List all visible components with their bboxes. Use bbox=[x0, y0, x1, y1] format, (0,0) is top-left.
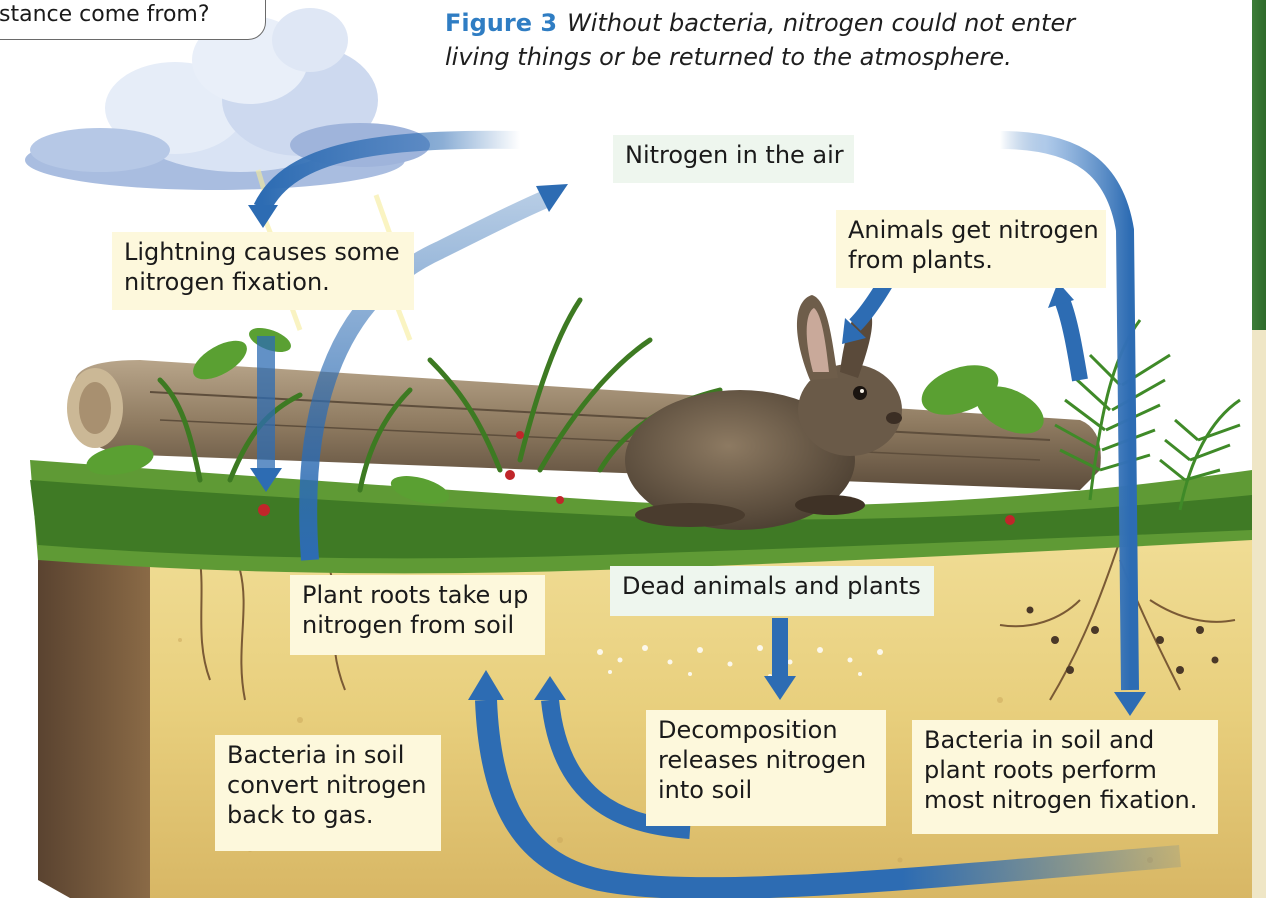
page-edge-cream bbox=[1252, 330, 1266, 898]
label-nitrogen-air-text: Nitrogen in the air bbox=[625, 141, 842, 171]
label-bacteria-fix-line2: plant roots perform bbox=[924, 756, 1206, 786]
arrow-roots-to-plant bbox=[1062, 300, 1080, 380]
label-lightning: Lightning causes some nitrogen fixation. bbox=[112, 232, 414, 310]
label-lightning-line1: Lightning causes some bbox=[124, 238, 402, 268]
caption-line-2: living things or be returned to the atmo… bbox=[445, 40, 1145, 74]
label-dead: Dead animals and plants bbox=[610, 566, 934, 616]
figure-caption: Figure 3 Without bacteria, nitrogen could… bbox=[445, 6, 1145, 74]
label-plant-roots-line1: Plant roots take up bbox=[302, 581, 533, 611]
label-bacteria-fix-line1: Bacteria in soil and bbox=[924, 726, 1206, 756]
label-bacteria-gas: Bacteria in soil convert nitrogen back t… bbox=[215, 735, 441, 851]
label-dead-text: Dead animals and plants bbox=[622, 572, 922, 602]
label-bacteria-gas-line2: convert nitrogen bbox=[227, 771, 429, 801]
label-lightning-line2: nitrogen fixation. bbox=[124, 268, 402, 298]
label-decomposition-line2: releases nitrogen bbox=[658, 746, 874, 776]
label-animals-line2: from plants. bbox=[848, 246, 1094, 276]
caption-line-1: Without bacteria, nitrogen could not ent… bbox=[567, 9, 1075, 37]
label-bacteria-fix-line3: most nitrogen fixation. bbox=[924, 786, 1206, 816]
label-decomposition-line1: Decomposition bbox=[658, 716, 874, 746]
label-plant-roots: Plant roots take up nitrogen from soil bbox=[290, 575, 545, 655]
page-edge-green bbox=[1252, 0, 1266, 330]
label-animals-line1: Animals get nitrogen bbox=[848, 216, 1094, 246]
question-box: stance come from? bbox=[0, 0, 266, 40]
label-nitrogen-air: Nitrogen in the air bbox=[613, 135, 854, 183]
label-bacteria-gas-line3: back to gas. bbox=[227, 801, 429, 831]
label-animals: Animals get nitrogen from plants. bbox=[836, 210, 1106, 288]
label-decomposition-line3: into soil bbox=[658, 776, 874, 806]
figure-label: Figure 3 bbox=[445, 9, 557, 37]
label-bacteria-gas-line1: Bacteria in soil bbox=[227, 741, 429, 771]
question-text: stance come from? bbox=[0, 1, 255, 28]
label-plant-roots-line2: nitrogen from soil bbox=[302, 611, 533, 641]
label-bacteria-fixation: Bacteria in soil and plant roots perform… bbox=[912, 720, 1218, 834]
label-decomposition: Decomposition releases nitrogen into soi… bbox=[646, 710, 886, 826]
